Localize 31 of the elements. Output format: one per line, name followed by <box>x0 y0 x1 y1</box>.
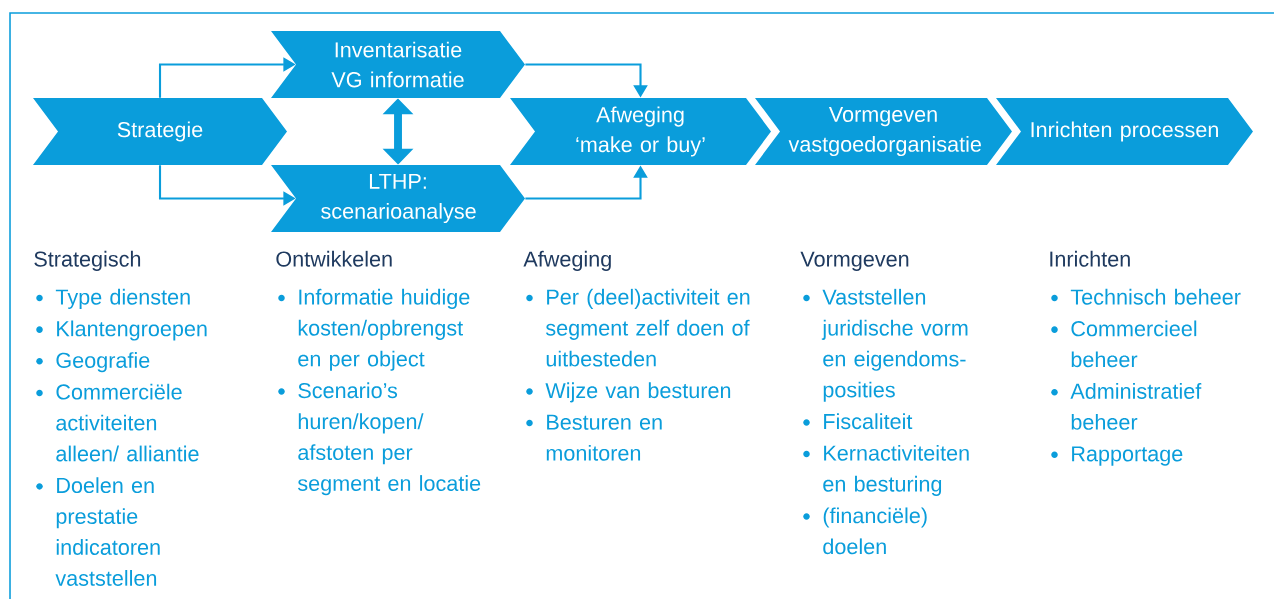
node-label: Inrichten processen <box>1031 121 1218 142</box>
chevron-box: Afweging ‘make or buy’ <box>510 98 771 165</box>
chevron-box: Inrichten processen <box>996 98 1253 165</box>
list-item: Vaststellen juridische vorm en eigendoms-posities <box>803 288 968 402</box>
list-item: Fiscaliteit <box>803 413 913 430</box>
list-item: Per (deel)activiteit en segment zelf doen of uitbesteden <box>526 288 750 367</box>
list-item: Commercieel beheer <box>1051 320 1197 368</box>
list-item: Administratief beheer <box>1051 383 1202 430</box>
list-item: Kernactiviteiten en besturing <box>803 444 969 496</box>
list-item: Informatie huidige kosten/opbrengst en per object <box>278 288 470 371</box>
list-item: Wijze van besturen <box>526 382 731 403</box>
list-item: Klantengroepen <box>36 320 207 341</box>
column-heading: Vormgeven <box>800 251 909 271</box>
list-item: Commerciële activiteiten alleen/ alliantie <box>36 383 199 462</box>
list-item: (financiële) doelen <box>803 507 927 555</box>
column-heading: Strategisch <box>34 250 141 271</box>
column-heading: Inrichten <box>1050 250 1130 267</box>
node-label: Afweging ‘make or buy’ <box>576 106 705 157</box>
list-item: Scenario’s huren/kopen/ afstoten per segment en locatie <box>278 382 481 496</box>
column-heading: Afweging <box>523 250 611 271</box>
list-item: Rapportage <box>1051 446 1183 466</box>
list-item: Besturen en monitoren <box>526 414 662 461</box>
chevron-box: Inventarisatie VG informatie <box>271 31 525 98</box>
list-item: Type diensten <box>36 288 190 309</box>
chevron-box: LTHP: scenarioanalyse <box>271 165 525 232</box>
list-item: Doelen en prestatie indicatoren vaststellen <box>36 477 160 586</box>
list-item: Technisch beheer <box>1051 288 1241 305</box>
list-item: Geografie <box>36 352 150 373</box>
chevron-box: Strategie <box>33 98 287 165</box>
chevron-box: Vormgeven vastgoedorganisatie <box>755 98 1012 165</box>
node-label: Vormgeven vastgoedorganisatie <box>788 106 981 157</box>
